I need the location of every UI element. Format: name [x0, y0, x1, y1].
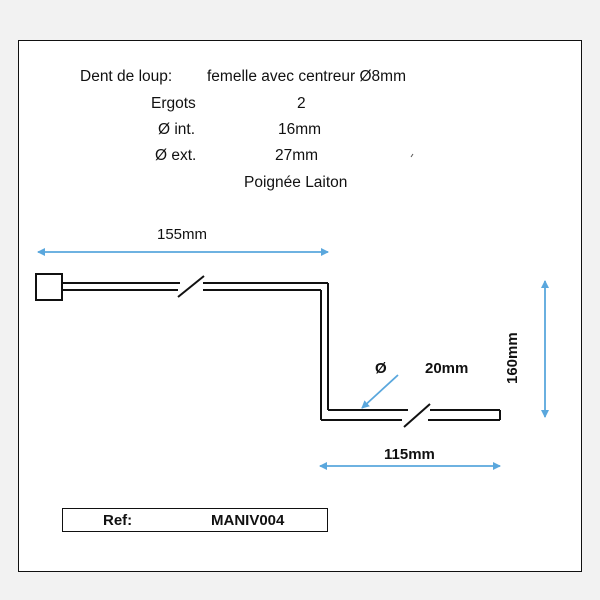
- stray-mark: [410, 153, 414, 158]
- ergots-value: 2: [297, 95, 306, 112]
- upper-shaft: [62, 282, 328, 291]
- dent-label: Dent de loup:: [80, 68, 173, 85]
- inner-diameter-value: 16mm: [278, 121, 322, 138]
- diameter-symbol: Ø: [375, 360, 387, 377]
- lower-break-mark: [403, 403, 431, 428]
- diameter-leader-arrow: [361, 374, 399, 409]
- top-length-label: 155mm: [157, 226, 208, 243]
- height-label: 160mm: [504, 332, 521, 384]
- upper-break-mark: [177, 275, 205, 298]
- dent-value: femelle avec centreur Ø8mm: [207, 68, 406, 85]
- outer-diameter-value: 27mm: [275, 147, 319, 164]
- inner-diameter-label: Ø int.: [158, 121, 196, 138]
- bottom-length-label: 115mm: [384, 446, 435, 463]
- drawing-sheet: [18, 40, 582, 572]
- reference-label: Ref:: [103, 512, 133, 529]
- ergots-label: Ergots: [151, 95, 196, 112]
- square-end-fitting: [35, 273, 63, 301]
- reference-box: Ref: MANIV004: [62, 508, 328, 532]
- handle-material-note: Poignée Laiton: [244, 174, 348, 191]
- outer-diameter-label: Ø ext.: [155, 147, 197, 164]
- reference-code: MANIV004: [211, 512, 285, 529]
- crank-arm: [320, 283, 329, 420]
- handle-shaft: [321, 409, 501, 421]
- diameter-value: 20mm: [425, 360, 469, 377]
